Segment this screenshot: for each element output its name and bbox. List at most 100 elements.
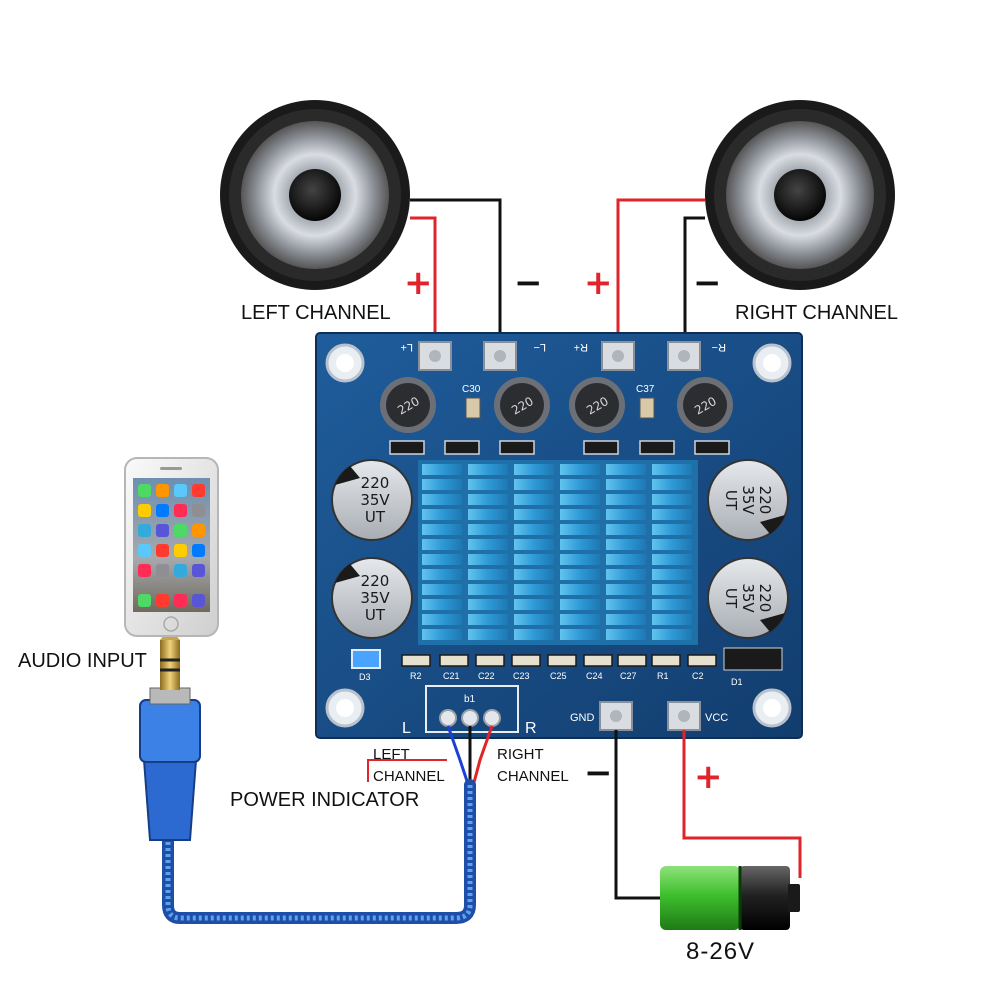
right-channel-label: RIGHT CHANNEL bbox=[735, 302, 898, 324]
capacitors bbox=[331, 459, 789, 639]
app-icon bbox=[138, 564, 151, 577]
cap3-line2: 35V bbox=[739, 485, 757, 515]
heatsink-fin bbox=[560, 494, 600, 505]
speaker-wires bbox=[410, 198, 705, 345]
heatsink-fin bbox=[560, 509, 600, 520]
output-pads bbox=[418, 341, 701, 371]
heatsink-fin bbox=[560, 629, 600, 640]
heatsink-fin bbox=[652, 599, 692, 610]
silk-b1: b1 bbox=[464, 694, 476, 705]
heatsink-fin bbox=[606, 554, 646, 565]
silk-d3: D3 bbox=[359, 672, 371, 682]
heatsink-fin bbox=[514, 629, 554, 640]
silk-r1: R1 bbox=[657, 671, 669, 681]
heatsink-fin bbox=[468, 554, 508, 565]
heatsink bbox=[418, 460, 698, 645]
heatsink-fin bbox=[422, 479, 462, 490]
heatsink-fin bbox=[514, 494, 554, 505]
heatsink-fin bbox=[514, 599, 554, 610]
heatsink-fin bbox=[468, 539, 508, 550]
left-minus-sign: − bbox=[514, 263, 543, 303]
heatsink-fin bbox=[514, 539, 554, 550]
heatsink-fin bbox=[514, 584, 554, 595]
vcc-wire bbox=[682, 730, 802, 878]
silk-c22: C22 bbox=[478, 671, 495, 681]
app-icon bbox=[174, 524, 187, 537]
power-led bbox=[351, 649, 381, 669]
heatsink-fin bbox=[606, 509, 646, 520]
heatsink-fin bbox=[514, 614, 554, 625]
left-plus-sign: + bbox=[404, 263, 433, 303]
app-icon bbox=[156, 484, 169, 497]
inductors bbox=[380, 377, 733, 433]
heatsink-fin bbox=[652, 569, 692, 580]
silk-r2: R2 bbox=[410, 671, 422, 681]
dock-icon bbox=[174, 594, 187, 607]
cap2-line1: 220 bbox=[361, 572, 390, 590]
cap4-line2: 35V bbox=[739, 583, 757, 613]
heatsink-fin bbox=[606, 524, 646, 535]
cap2-line3: UT bbox=[365, 606, 386, 624]
heatsink-fin bbox=[422, 584, 462, 595]
silk-c30: C30 bbox=[462, 384, 481, 395]
heatsink-fin bbox=[514, 464, 554, 475]
left-minus-wire bbox=[410, 198, 502, 345]
app-icon bbox=[156, 524, 169, 537]
app-icons bbox=[138, 484, 205, 607]
heatsink-fin bbox=[468, 569, 508, 580]
heatsink-fin bbox=[422, 629, 462, 640]
heatsink-fin bbox=[652, 614, 692, 625]
cap4-line1: 220 bbox=[756, 584, 774, 613]
app-icon bbox=[138, 544, 151, 557]
silk-c2: C2 bbox=[692, 671, 704, 681]
app-icon bbox=[156, 504, 169, 517]
heatsink-fin bbox=[606, 464, 646, 475]
heatsink-fin bbox=[652, 479, 692, 490]
heatsink-fin bbox=[422, 539, 462, 550]
heatsink-fin bbox=[422, 599, 462, 610]
heatsink-fin bbox=[560, 479, 600, 490]
heatsink-fin bbox=[514, 524, 554, 535]
heatsink-fin bbox=[652, 464, 692, 475]
heatsink-fin bbox=[468, 629, 508, 640]
dock-icon bbox=[192, 594, 205, 607]
heatsink-fin bbox=[468, 524, 508, 535]
heatsink-fin bbox=[422, 464, 462, 475]
heatsink-fin bbox=[560, 524, 600, 535]
heatsink-fin bbox=[422, 524, 462, 535]
app-icon bbox=[192, 524, 205, 537]
silk-c27: C27 bbox=[620, 671, 637, 681]
audio-right-wire bbox=[470, 725, 494, 791]
heatsink-fin bbox=[468, 494, 508, 505]
right-minus-wire bbox=[683, 216, 705, 345]
heatsink-fin bbox=[652, 554, 692, 565]
right-speaker bbox=[705, 100, 895, 290]
heatsink-fin bbox=[652, 629, 692, 640]
heatsink-fin bbox=[468, 599, 508, 610]
silk-d1: D1 bbox=[731, 677, 743, 687]
heatsink-fin bbox=[514, 554, 554, 565]
smartphone bbox=[124, 457, 219, 637]
mounting-holes bbox=[325, 343, 792, 728]
gnd-wire bbox=[614, 730, 660, 900]
heatsink-fin bbox=[514, 509, 554, 520]
heatsink-fin bbox=[652, 524, 692, 535]
silk-c23: C23 bbox=[513, 671, 530, 681]
right-channel-wire-label: RIGHT CHANNEL bbox=[497, 746, 569, 785]
pad-label-gnd: GND bbox=[570, 712, 595, 724]
app-icon bbox=[174, 504, 187, 517]
smd-row-top bbox=[389, 440, 730, 455]
cap1-line1: 220 bbox=[361, 474, 390, 492]
heatsink-fin bbox=[560, 569, 600, 580]
cap2-line2: 35V bbox=[360, 589, 390, 607]
silk-c21: C21 bbox=[443, 671, 460, 681]
left-plus-wire bbox=[410, 216, 437, 345]
heatsink-fin bbox=[514, 569, 554, 580]
cap4-line3: UT bbox=[722, 588, 740, 609]
heatsink-fin bbox=[606, 479, 646, 490]
app-icon bbox=[192, 544, 205, 557]
silk-c24: C24 bbox=[586, 671, 603, 681]
heatsink-fin bbox=[606, 569, 646, 580]
heatsink-fin bbox=[560, 599, 600, 610]
heatsink-fin bbox=[468, 509, 508, 520]
